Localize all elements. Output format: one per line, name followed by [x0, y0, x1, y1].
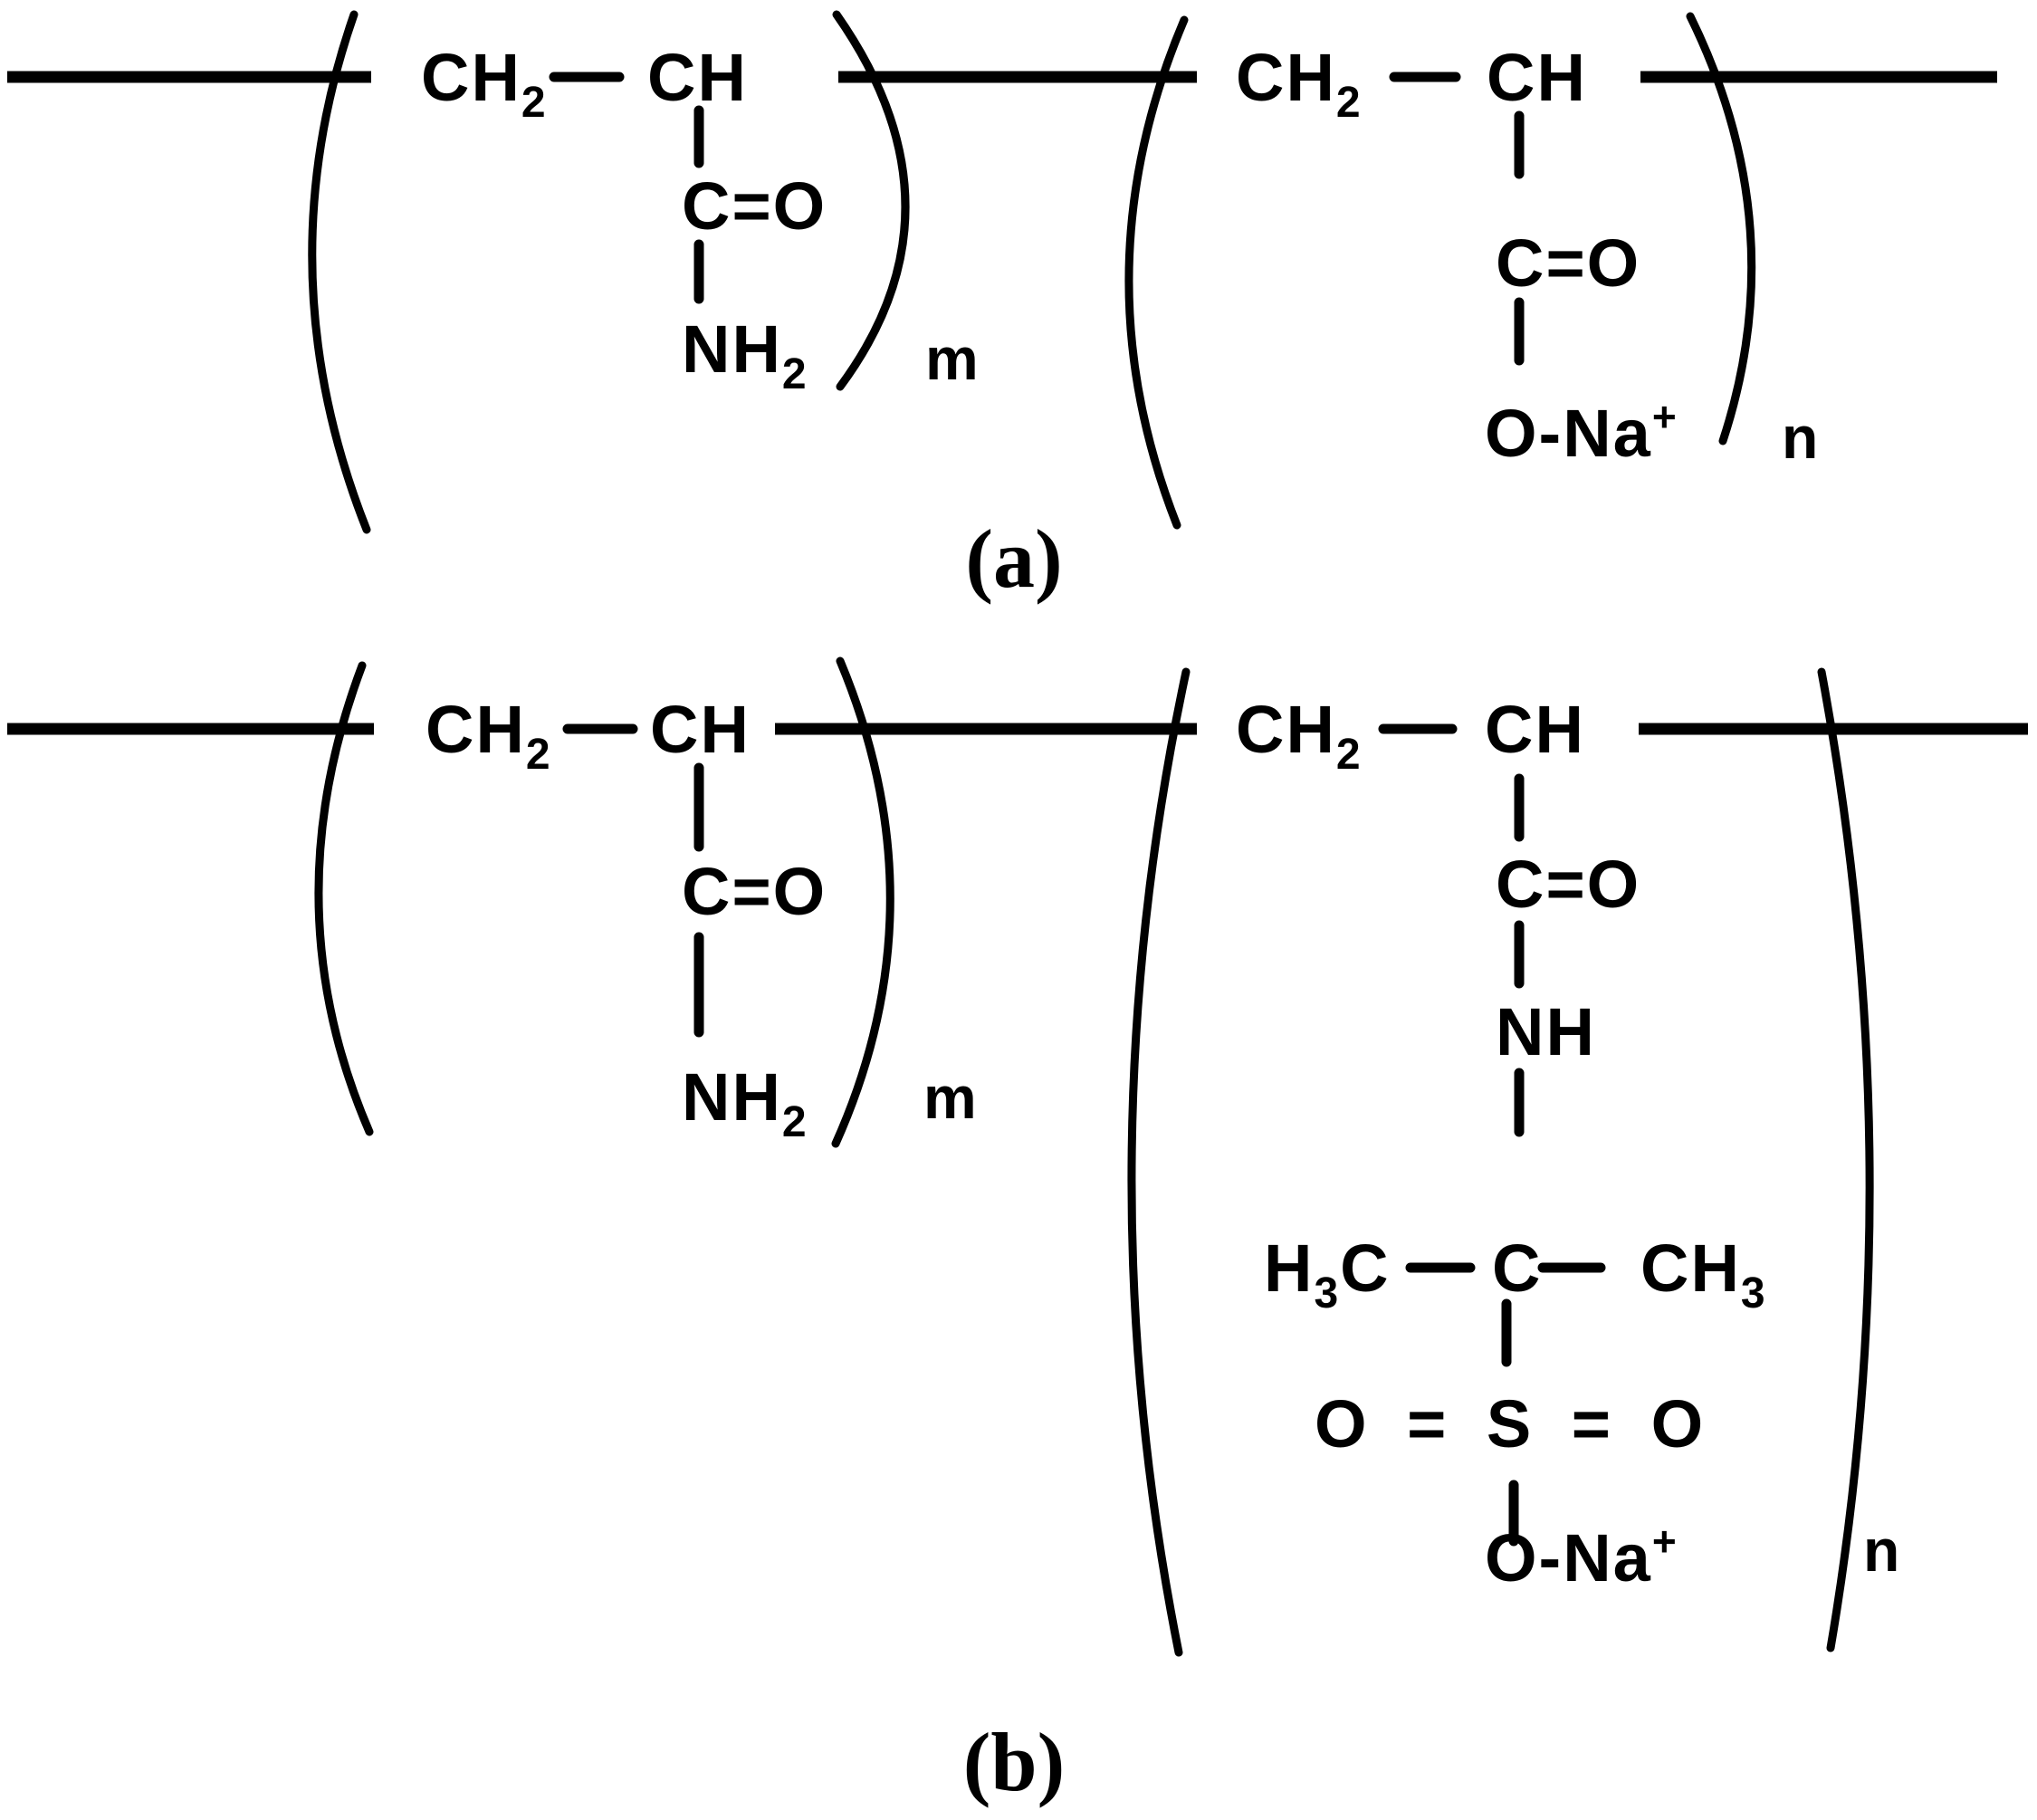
carbonyl-label: C=O — [1496, 847, 1640, 922]
carbonyl-label: C=O — [682, 168, 827, 244]
quaternary-carbon-label: C — [1492, 1231, 1542, 1306]
carboxylate-superscript: + — [1652, 393, 1678, 440]
close-paren-icon — [1686, 12, 1756, 445]
close-paren-icon — [1817, 667, 1874, 1652]
panel-a-unit-n: CH2 CH C=O O-Na+ n — [1236, 40, 1818, 471]
amide-subscript: 2 — [782, 1098, 808, 1146]
panel-label-b: (b) — [963, 1716, 1065, 1808]
ch-label: CH — [647, 40, 748, 115]
repeat-index-n: n — [1782, 404, 1818, 471]
sodium-carboxylate-label: O-Na+ — [1485, 393, 1678, 471]
carbonyl-label: C=O — [1496, 225, 1640, 301]
amide-main: NH — [682, 1059, 782, 1135]
sulfonate-superscript: + — [1652, 1518, 1678, 1565]
methyl-left-c: C — [1340, 1231, 1390, 1306]
amide-label: NH2 — [682, 1059, 808, 1146]
methyl-right-main: CH — [1640, 1231, 1741, 1306]
methyl-left-h: H — [1264, 1231, 1314, 1306]
methyl-left-label: H3C — [1264, 1231, 1391, 1317]
ch2-main: CH — [426, 692, 526, 767]
methyl-right-subscript: 3 — [1741, 1269, 1767, 1317]
open-paren-icon — [1127, 667, 1191, 1657]
methyl-left-subscript: 3 — [1314, 1269, 1340, 1317]
open-paren-icon — [1124, 15, 1189, 530]
ch2-label: CH2 — [1236, 692, 1363, 779]
ch2-main: CH — [1236, 692, 1336, 767]
repeat-index-m: m — [925, 325, 979, 392]
open-paren-icon — [308, 10, 371, 534]
nh-label: NH — [1496, 994, 1596, 1069]
carbonyl-label: C=O — [682, 854, 827, 929]
sulfonate-main: O-Na — [1485, 1520, 1652, 1595]
panel-a: CH2 CH C=O NH2 m CH2 CH C=O O-Na+ n (a — [7, 10, 1997, 605]
repeat-index-m: m — [923, 1064, 977, 1131]
close-paren-icon — [832, 10, 910, 391]
amide-main: NH — [682, 311, 782, 387]
repeat-index-n: n — [1863, 1517, 1899, 1584]
panel-a-unit-m: CH2 CH C=O NH2 m — [421, 40, 979, 398]
ch2-main: CH — [1236, 40, 1336, 115]
panel-b-unit-m: CH2 CH C=O NH2 m — [426, 692, 977, 1146]
close-paren-icon — [831, 656, 894, 1148]
ch2-subscript: 2 — [1336, 79, 1363, 127]
ch2-subscript: 2 — [526, 731, 552, 779]
panel-b: CH2 CH C=O NH2 m CH2 CH C=O NH H3C — [7, 656, 2028, 1808]
ch2-label: CH2 — [1236, 40, 1363, 127]
ch-label: CH — [1487, 40, 1587, 115]
amide-subscript: 2 — [782, 350, 808, 398]
ch2-subscript: 2 — [521, 79, 548, 127]
ch-label: CH — [1485, 692, 1585, 767]
panel-b-unit-n: CH2 CH C=O NH H3C C CH3 O = S = O O-Na+ … — [1236, 692, 1899, 1595]
ch2-label: CH2 — [421, 40, 548, 127]
ch-label: CH — [650, 692, 751, 767]
sodium-sulfonate-label: O-Na+ — [1485, 1518, 1678, 1595]
ch2-main: CH — [421, 40, 521, 115]
ch2-subscript: 2 — [1336, 731, 1363, 779]
amide-label: NH2 — [682, 311, 808, 398]
panel-label-a: (a) — [965, 512, 1062, 605]
ch2-label: CH2 — [426, 692, 552, 779]
open-paren-icon — [314, 661, 374, 1136]
methyl-right-label: CH3 — [1640, 1231, 1767, 1317]
carboxylate-main: O-Na — [1485, 396, 1652, 471]
sulfonyl-label: O = S = O — [1315, 1386, 1714, 1461]
